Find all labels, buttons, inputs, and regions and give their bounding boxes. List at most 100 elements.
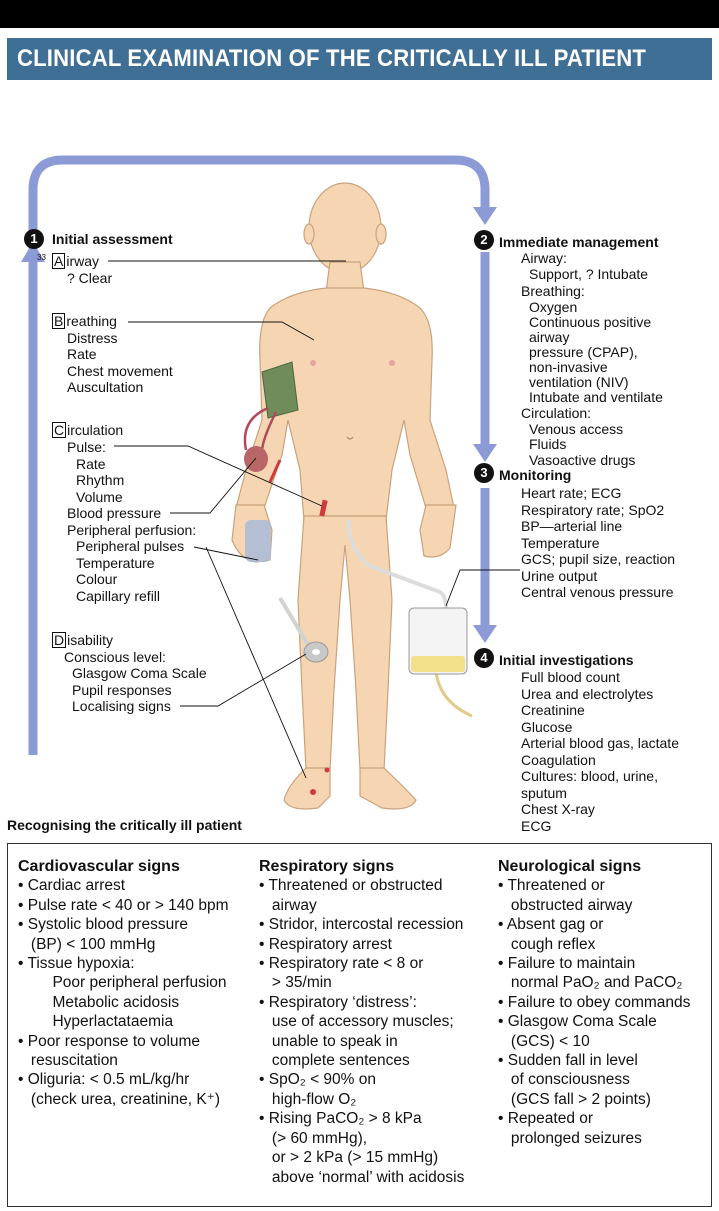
foot-pulse-mark: [310, 789, 316, 795]
step-2-badge: 2: [474, 230, 494, 250]
cardiovascular-column: Cardiovascular signs • Cardiac arrest• P…: [18, 857, 229, 1109]
arrow-head-up: [21, 242, 45, 262]
investigation-item: ECG: [521, 817, 552, 834]
stethoscope: [278, 596, 329, 663]
monitoring-item: Central venous pressure: [521, 584, 674, 600]
right-ear: [375, 223, 387, 245]
breathing-item: Rate: [67, 346, 97, 362]
mgmt-circulation-item: Fluids: [529, 436, 567, 452]
leader-foot-pulses: [205, 546, 307, 779]
neurological-column: Neurological signs • Threatened or obstr…: [498, 857, 690, 1148]
investigation-item: Urea and electrolytes: [521, 685, 654, 702]
circulation-letter: C: [52, 422, 67, 438]
disability-item: Localising signs: [72, 698, 171, 714]
disability-letter: D: [52, 632, 67, 648]
airway-rest: irway: [66, 253, 100, 269]
sign-row: unable to speak in: [259, 1032, 398, 1050]
mgmt-breathing-item: Oxygen: [529, 298, 578, 315]
investigation-item: Glucose: [521, 718, 573, 735]
investigation-item: Coagulation: [521, 751, 596, 768]
mgmt-breathing-label: Breathing:: [521, 282, 585, 299]
left-foot: [283, 767, 331, 810]
mgmt-airway-label: Airway:: [521, 250, 567, 266]
sign-row: prolonged seizures: [498, 1129, 642, 1147]
sign-row: • Systolic blood pressure: [18, 916, 188, 934]
sign-row: above ‘normal’ with acidosis: [259, 1168, 465, 1186]
sign-row: • Threatened or: [498, 877, 605, 895]
sign-row: (GCS fall > 2 points): [498, 1090, 651, 1108]
conscious-level-label: Conscious level:: [64, 648, 166, 665]
sign-row: cough reflex: [498, 935, 596, 953]
airway-item: ? Clear: [67, 270, 113, 286]
leader-breathing: [128, 321, 315, 341]
step-4-title: Initial investigations: [499, 652, 634, 668]
step-1-title: Initial assessment: [52, 231, 173, 247]
arrow-head-4: [473, 625, 497, 643]
monitoring-item: Urine output: [521, 567, 598, 584]
step-2-title: Immediate management: [499, 234, 659, 250]
sign-row: • Sudden fall in level: [498, 1052, 638, 1070]
neurological-rows: • Threatened or obstructed airway• Absen…: [498, 876, 690, 1148]
step-3-badge: 3: [474, 463, 494, 483]
investigation-item: Arterial blood gas, lactate: [521, 735, 679, 751]
leader-lines: [108, 260, 346, 779]
airway-letter: A: [52, 253, 66, 269]
perfusion-item: Temperature: [76, 554, 155, 571]
leader-peripheral-pulses: [193, 546, 259, 561]
disability-item: Pupil responses: [72, 681, 172, 698]
signs-panel: Cardiovascular signs • Cardiac arrest• P…: [7, 843, 712, 1207]
respiratory-rows: • Threatened or obstructed airway• Strid…: [259, 876, 464, 1187]
investigation-item: sputum: [521, 784, 567, 801]
sign-row: • Cardiac arrest: [18, 877, 126, 895]
sign-row: (BP) < 100 mmHg: [18, 935, 156, 953]
sign-row: (GCS) < 10: [498, 1032, 590, 1050]
investigation-item: Chest X-ray: [521, 801, 595, 817]
right-foot: [359, 767, 417, 810]
step-1-badge: 1: [24, 229, 44, 249]
leader-bp: [170, 457, 257, 514]
monitoring-item: Heart rate; ECG: [521, 485, 622, 501]
pulse-item: Rhythm: [76, 472, 125, 488]
sign-row: • Poor response to volume: [18, 1032, 201, 1050]
sign-row: • Threatened or obstructed: [259, 877, 443, 895]
footnote-marker: 33: [37, 253, 46, 262]
breathing-item: Auscultation: [67, 379, 144, 395]
sign-row: Metabolic acidosis: [18, 993, 180, 1011]
monitoring-item: GCS; pupil size, reaction: [521, 551, 676, 567]
leader-pulse: [114, 445, 323, 507]
leader-localising: [180, 653, 307, 707]
neurological-title: Neurological signs: [498, 858, 642, 875]
investigation-item: Full blood count: [521, 669, 620, 685]
sign-row: Poor peripheral perfusion: [18, 974, 227, 992]
circulation-rest: irculation: [67, 422, 124, 438]
cycle-arrows: [28, 155, 490, 755]
sign-row: • Failure to maintain: [498, 955, 636, 973]
mgmt-breathing-item: pressure (CPAP),: [529, 344, 638, 360]
mgmt-circulation-item: Vasoactive drugs: [529, 451, 636, 468]
sign-row: high-flow O₂: [259, 1090, 357, 1108]
mgmt-circulation-label: Circulation:: [521, 405, 592, 421]
peripheral-perfusion-label: Peripheral perfusion:: [67, 521, 197, 538]
sign-row: • Respiratory rate < 8 or: [259, 955, 424, 973]
body-details: [245, 360, 395, 562]
sign-row: or > 2 kPa (> 15 mmHg): [259, 1149, 439, 1167]
sign-row: resuscitation: [18, 1052, 118, 1070]
arrow-head-3: [473, 444, 497, 462]
sign-row: complete sentences: [259, 1052, 410, 1070]
urinary-catheter: [346, 519, 473, 718]
sign-row: • Failure to obey commands: [498, 993, 691, 1011]
disability-item: Glasgow Coma Scale: [72, 665, 207, 681]
arrow-heads: [21, 207, 497, 643]
monitoring-item: Temperature: [521, 534, 600, 551]
sign-row: • Absent gag or: [498, 916, 604, 934]
sign-row: airway: [259, 896, 317, 914]
pulse-item: Volume: [76, 488, 123, 505]
patient-illustration: [21, 155, 520, 810]
page-title: CLINICAL EXAMINATION OF THE CRITICALLY I…: [17, 45, 647, 72]
breathing-item: Chest movement: [67, 362, 173, 379]
sign-row: • Pulse rate < 40 or > 140 bpm: [18, 896, 229, 914]
